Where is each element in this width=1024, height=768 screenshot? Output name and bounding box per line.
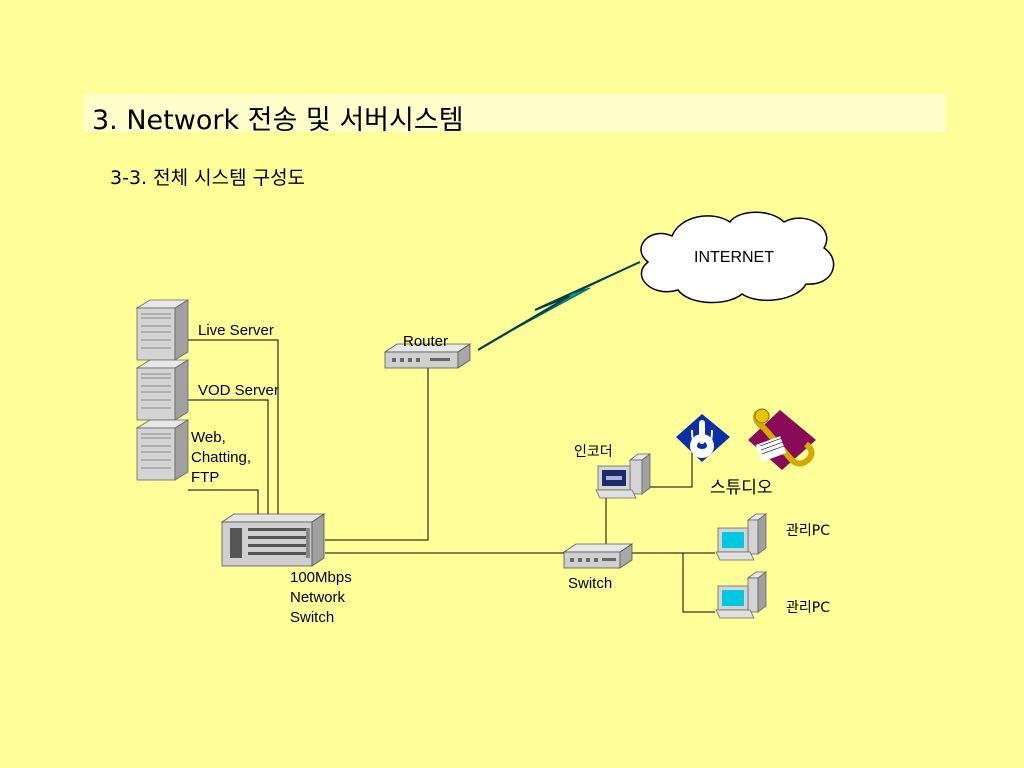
network-switch-label-line-1: 100Mbps	[290, 569, 352, 586]
admin-pc-2-icon	[715, 571, 768, 619]
router-label: Router	[403, 333, 449, 350]
admin-pc-2-label: 관리PC	[786, 600, 830, 616]
title-bar	[84, 94, 946, 132]
web-server-label-line-2: Chatting,	[191, 449, 252, 466]
web-server-label-line-1: Web,	[191, 429, 226, 446]
web-server-label-line-3: FTP	[191, 469, 220, 486]
internet-label: INTERNET	[694, 249, 774, 266]
admin-pc-1-icon	[715, 513, 768, 561]
vod-server-icon	[135, 359, 190, 421]
live-server-label: Live Server	[198, 322, 274, 339]
studio-label: 스튜디오	[710, 478, 773, 498]
link-studio	[650, 450, 693, 488]
slide-title: 3. Network 전송 및 서버시스템	[92, 105, 464, 136]
link-live-server	[188, 339, 279, 515]
link-admin-pc-2	[682, 553, 715, 613]
web-server-icon	[135, 419, 190, 481]
link-router	[325, 368, 429, 541]
link-web-server	[188, 489, 259, 515]
switch-icon	[562, 543, 634, 569]
network-switch-label-line-2: Network	[290, 589, 346, 606]
studio-microphone-icon	[676, 414, 730, 462]
slide-subtitle: 3-3. 전체 시스템 구성도	[110, 167, 306, 189]
encoder-pc-icon	[595, 453, 652, 499]
network-switch-label-line-3: Switch	[290, 609, 335, 626]
admin-pc-1-label: 관리PC	[786, 523, 830, 539]
switch-label: Switch	[568, 575, 613, 592]
network-switch-icon	[220, 513, 326, 567]
link-vod-server	[188, 399, 269, 515]
studio-saxophone-icon	[748, 408, 816, 470]
lightning-bolt-icon	[477, 261, 641, 351]
vod-server-label: VOD Server	[198, 382, 279, 399]
connection-lines	[188, 339, 715, 613]
router-icon	[383, 343, 472, 369]
live-server-icon	[135, 299, 190, 361]
internet-cloud-icon	[640, 211, 835, 304]
encoder-label: 인코더	[574, 444, 613, 460]
